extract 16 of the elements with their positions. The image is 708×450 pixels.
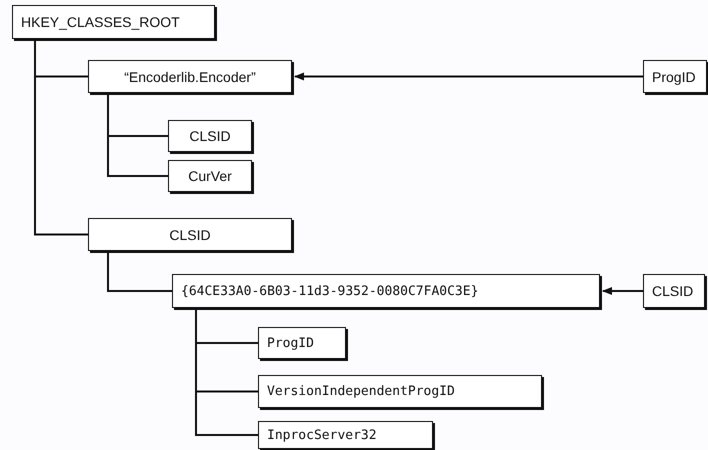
tree-connector (107, 251, 172, 292)
registry-key-box: CLSID (643, 274, 705, 308)
tree-connector (34, 39, 88, 236)
registry-key-box: VersionIndependentProgID (258, 375, 542, 408)
arrow (602, 287, 643, 295)
registry-key-box: CLSID (168, 120, 252, 152)
registry-key-box: ProgID (643, 60, 707, 93)
registry-key-box: CLSID (88, 218, 292, 251)
registry-key-box: CurVer (168, 160, 252, 192)
tree-connector (195, 308, 258, 436)
registry-key-box: ProgID (258, 327, 346, 359)
registry-key-box: {64CE33A0-6B03-11d3-9352-0080C7FA0C3E} (172, 274, 600, 308)
registry-key-box: HKEY_CLASSES_ROOT (12, 5, 215, 39)
registry-key-box: “Encoderlib.Encoder” (88, 60, 292, 93)
registry-key-box: InprocServer32 (258, 421, 433, 449)
arrow (294, 72, 643, 80)
